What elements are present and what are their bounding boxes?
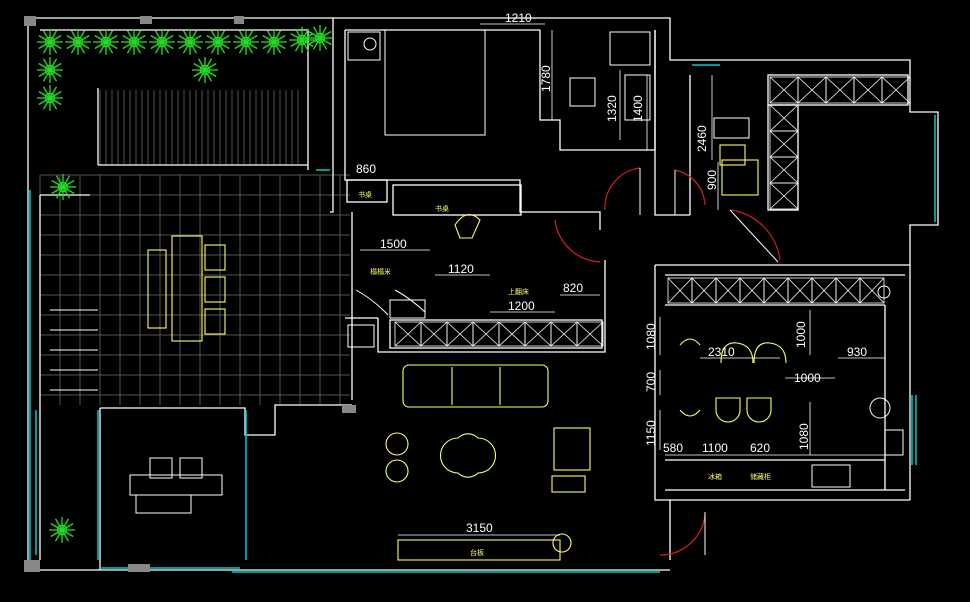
dim-1150: 1150 (644, 420, 658, 446)
label-desk-small: 书桌 (358, 190, 372, 199)
label-counter: 台板 (470, 548, 484, 557)
dim-1780: 1780 (539, 65, 553, 92)
dim-930: 930 (847, 345, 867, 359)
label-upper-bed: 上翻床 (508, 287, 529, 296)
dim-1080: 1080 (644, 323, 658, 350)
label-desk: 书桌 (435, 204, 449, 213)
windows (29, 64, 936, 573)
labels: 书桌 书桌 榻榻米 上翻床 台板 冰箱 储藏柜 (358, 190, 771, 557)
dim-900: 900 (705, 170, 719, 190)
dim-860: 860 (356, 162, 376, 176)
dim-1000-h: 1000 (794, 371, 821, 385)
furniture-white (50, 29, 904, 514)
dim-1210: 1210 (505, 11, 532, 25)
dim-1500: 1500 (380, 237, 407, 251)
dim-1400: 1400 (631, 95, 645, 122)
dim-620: 620 (750, 441, 770, 455)
dim-2310: 2310 (708, 345, 735, 359)
dim-1200: 1200 (508, 299, 535, 313)
dim-1000-v: 1000 (794, 321, 808, 348)
walls (27, 17, 939, 571)
dim-1120: 1120 (448, 262, 474, 276)
door-leaves (639, 168, 779, 555)
cabinet-crosses (394, 76, 911, 347)
dim-820: 820 (563, 281, 583, 295)
label-fridge: 冰箱 (708, 472, 722, 481)
deck-tiles (39, 174, 350, 405)
dim-1080-b: 1080 (797, 423, 811, 450)
deck-planks (99, 90, 299, 165)
dimension-lines (360, 23, 885, 536)
dim-1320: 1320 (605, 95, 619, 122)
dim-2460: 2460 (695, 125, 709, 152)
plants (37, 25, 333, 543)
doors (554, 167, 781, 556)
dim-580: 580 (663, 441, 683, 455)
dim-1100: 1100 (702, 441, 728, 455)
dim-3150: 3150 (466, 521, 493, 535)
columns (24, 16, 356, 572)
label-cabinet: 储藏柜 (750, 472, 771, 481)
label-bookcase: 榻榻米 (370, 267, 391, 276)
furniture (147, 144, 787, 561)
dim-700: 700 (644, 372, 658, 392)
dimension-texts: 1210 1780 1320 1400 2460 900 860 1500 11… (356, 11, 867, 535)
